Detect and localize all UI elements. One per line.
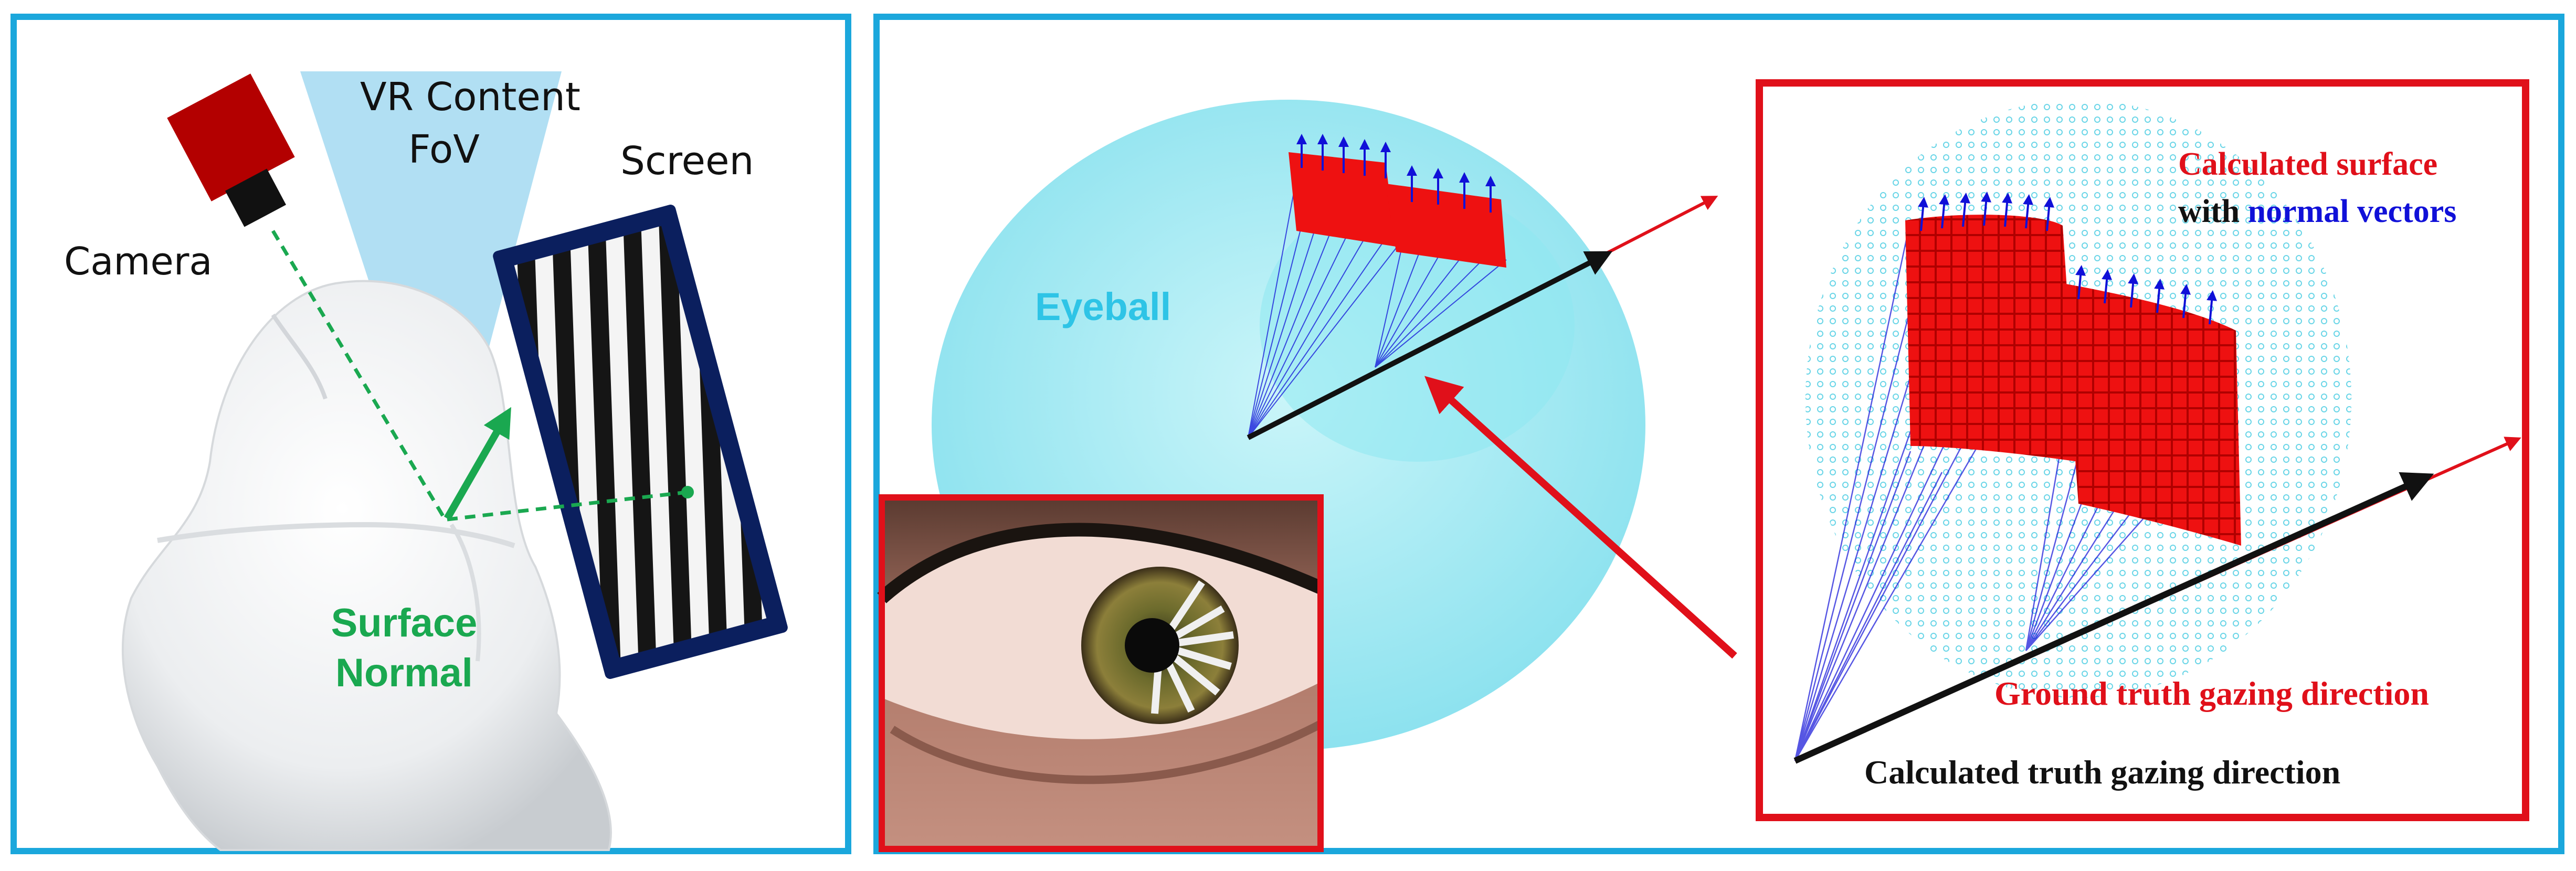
pointer-arrow: [1424, 376, 1737, 659]
fov-label: FoV: [408, 127, 480, 172]
surface-normal-label-line2: Normal: [335, 651, 473, 695]
reflection-ray: [447, 490, 688, 522]
zoom-inset: [1756, 79, 2529, 821]
screen-point: [681, 486, 694, 498]
ray-fan-left: [1248, 178, 1402, 438]
vr-content-label: VR Content: [360, 75, 580, 120]
normal-vectors-caption: with normal vectors: [2178, 195, 2456, 228]
calculated-surface-label: Calculated surface: [2178, 146, 2438, 182]
eye-photo-inset: [877, 494, 1324, 852]
surface-normal-arrow: [444, 407, 511, 521]
normal-vectors-small: [1296, 134, 1496, 213]
normal-vectors-label: normal vectors: [2247, 194, 2457, 229]
ground-truth-label: Ground truth gazing direction: [1994, 675, 2429, 712]
calculated-arrow-small: [1247, 251, 1613, 440]
camera-ray: [271, 230, 447, 521]
surface-patch-small-2: [1386, 184, 1506, 268]
camera-label: Camera: [64, 239, 213, 283]
screen-label: Screen: [620, 139, 754, 184]
surface-normal-label-line1: Surface: [331, 601, 478, 645]
calculated-truth-label: Calculated truth gazing direction: [1864, 753, 2341, 791]
fov-cone: [300, 71, 562, 514]
screen-with-fringe: [493, 205, 788, 679]
camera-icon: [167, 73, 295, 227]
eyeball-label: Eyeball: [1035, 285, 1171, 328]
with-label: with: [2178, 194, 2240, 229]
surface-patch-small: [1289, 152, 1396, 247]
